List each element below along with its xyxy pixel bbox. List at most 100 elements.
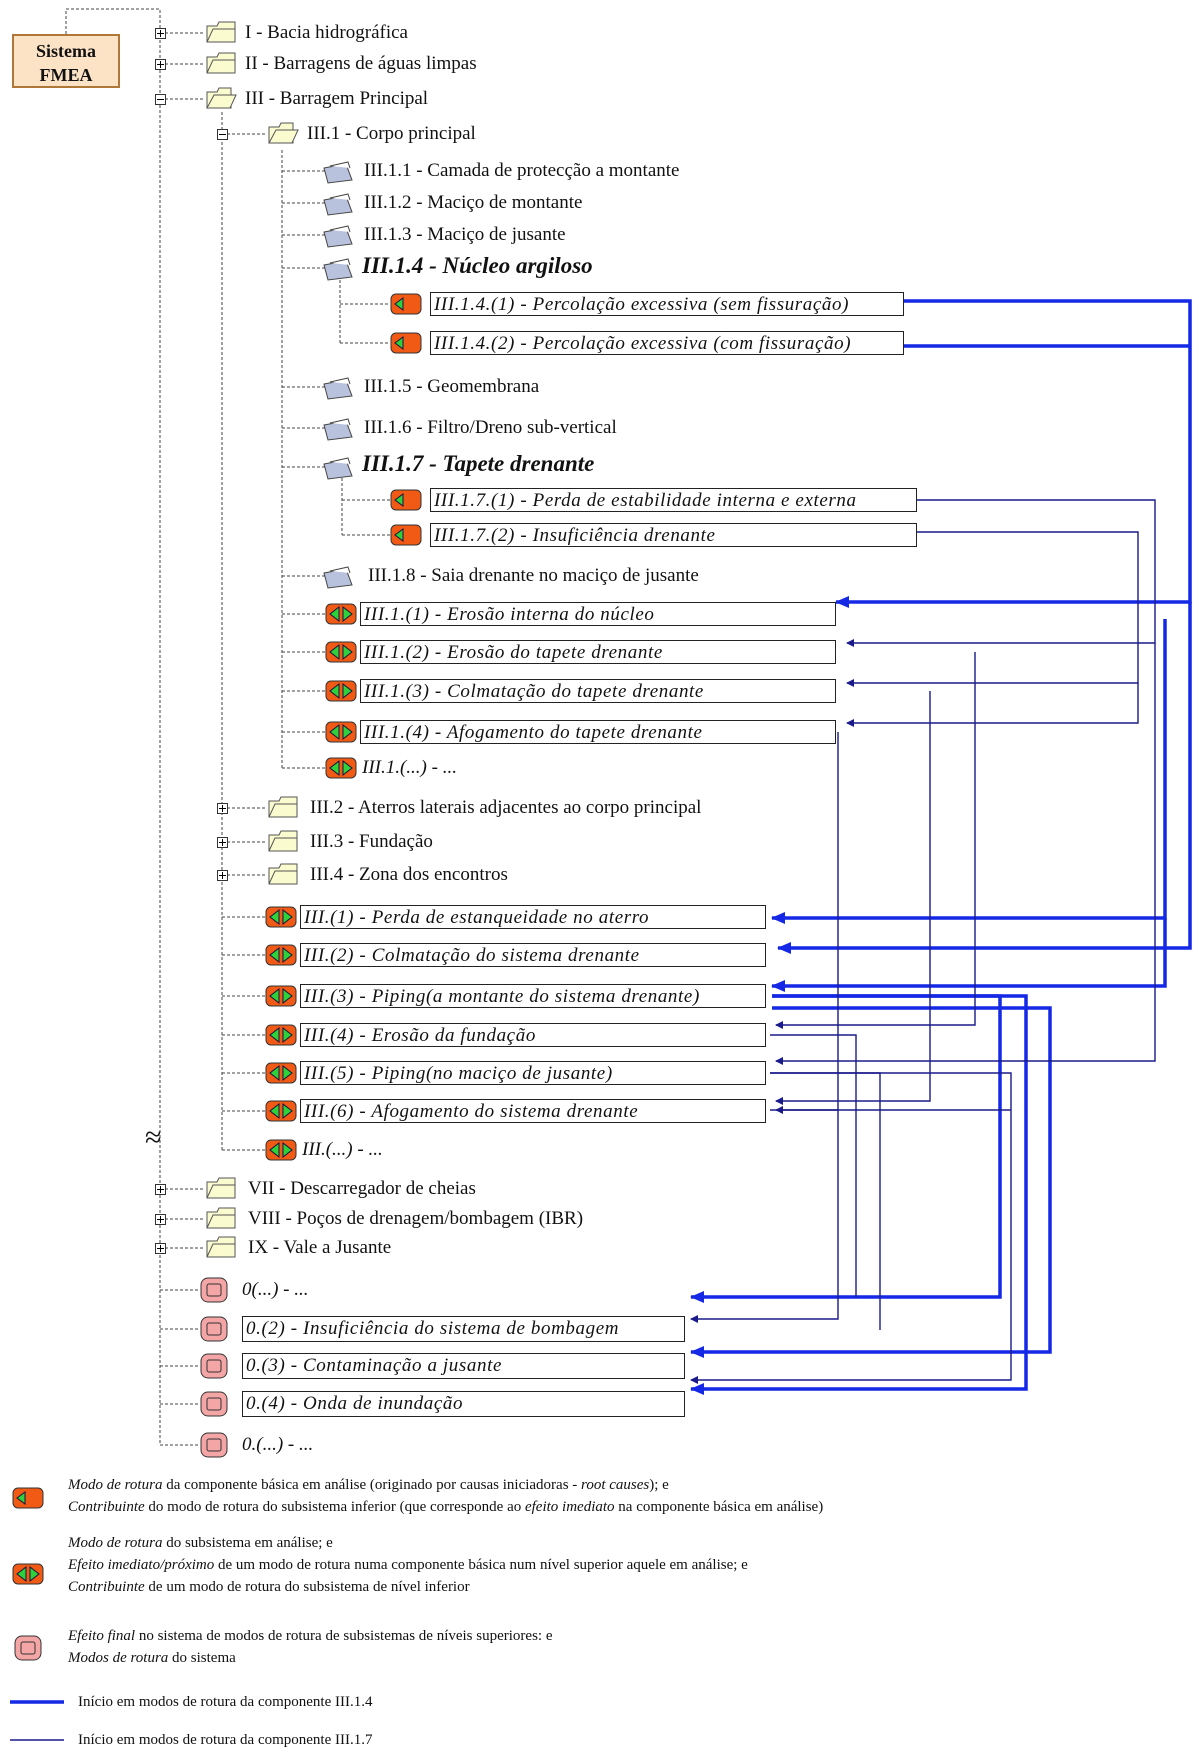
- expand-toggle-ii[interactable]: [155, 59, 166, 70]
- node-vii[interactable]: VII - Descarregador de cheias: [248, 1178, 476, 1199]
- node-corpo-principal[interactable]: III.1 - Corpo principal: [307, 123, 476, 144]
- mode-double-arrow-icon: [325, 603, 357, 625]
- expand-toggle-i[interactable]: [155, 28, 166, 39]
- effect-0-ellipsis-top: 0(...) - ...: [242, 1279, 309, 1300]
- component-doc-icon: [323, 258, 353, 281]
- expand-toggle-ix[interactable]: [155, 1243, 166, 1254]
- mode-double-arrow-icon: [325, 680, 357, 702]
- folder-icon: [268, 796, 298, 818]
- mode-iii-1-3[interactable]: III.1.(3) - Colmatação do tapete drenant…: [360, 679, 836, 703]
- component-doc-icon: [323, 418, 353, 441]
- node-iii-1-8[interactable]: III.1.8 - Saia drenante no maciço de jus…: [368, 565, 699, 586]
- component-doc-icon: [323, 193, 353, 216]
- node-iii-1-7[interactable]: III.1.7 - Tapete drenante: [362, 451, 595, 476]
- mode-left-arrow-icon: [390, 489, 422, 511]
- legend-line-2a: Modo de rotura do subsistema em análise;…: [68, 1535, 333, 1551]
- final-effect-icon: [200, 1353, 228, 1379]
- mode-iii-ellipsis: III.(...) - ...: [302, 1139, 383, 1160]
- node-barragem-principal[interactable]: III - Barragem Principal: [245, 88, 429, 109]
- folder-icon: [206, 1236, 236, 1258]
- mode-iii-2[interactable]: III.(2) - Colmatação do sistema drenante: [300, 943, 766, 967]
- mode-double-arrow-icon: [265, 944, 297, 966]
- component-doc-icon: [323, 377, 353, 400]
- node-viii[interactable]: VIII - Poços de drenagem/bombagem (IBR): [248, 1208, 584, 1229]
- component-doc-icon: [323, 225, 353, 248]
- node-bacia-hidrografica[interactable]: I - Bacia hidrográfica: [245, 22, 408, 43]
- mode-double-arrow-icon: [265, 985, 297, 1007]
- node-iii-2[interactable]: III.2 - Aterros laterais adjacentes ao c…: [310, 797, 702, 818]
- mode-iii-5[interactable]: III.(5) - Piping(no maciço de jusante): [300, 1061, 766, 1085]
- component-doc-icon: [323, 566, 353, 589]
- legend-line-1a: Modo de rotura da componente básica em a…: [68, 1477, 669, 1493]
- expand-toggle-iii-4[interactable]: [217, 870, 228, 881]
- final-effect-icon: [200, 1277, 228, 1303]
- node-ix[interactable]: IX - Vale a Jusante: [248, 1237, 392, 1258]
- final-effect-icon: [200, 1316, 228, 1342]
- collapse-toggle-iii-1[interactable]: [217, 129, 228, 140]
- effect-0-3[interactable]: 0.(3) - Contaminação a jusante: [242, 1353, 685, 1379]
- mode-iii-1-4-1[interactable]: III.1.4.(1) - Percolação excessiva (sem …: [430, 292, 904, 316]
- folder-open-icon: [206, 87, 237, 109]
- node-iii-1-6[interactable]: III.1.6 - Filtro/Dreno sub-vertical: [364, 417, 617, 438]
- mode-double-arrow-icon: [325, 757, 357, 779]
- legend-line-3a: Efeito final no sistema de modos de rotu…: [68, 1628, 553, 1644]
- expand-toggle-vii[interactable]: [155, 1184, 166, 1195]
- mode-left-arrow-icon: [390, 332, 422, 354]
- approx-symbol: ≈: [145, 1121, 162, 1154]
- mode-iii-1-4[interactable]: III.1.(4) - Afogamento do tapete drenant…: [360, 720, 836, 744]
- root-sistema-fmea[interactable]: Sistema FMEA: [12, 34, 120, 88]
- legend-line-2b: Efeito imediato/próximo de um modo de ro…: [68, 1557, 748, 1573]
- collapse-toggle-iii[interactable]: [155, 94, 166, 105]
- mode-iii-1-2[interactable]: III.1.(2) - Erosão do tapete drenante: [360, 640, 836, 664]
- effect-0-2[interactable]: 0.(2) - Insuficiência do sistema de bomb…: [242, 1316, 685, 1342]
- mode-iii-1-1[interactable]: III.1.(1) - Erosão interna do núcleo: [360, 602, 836, 626]
- root-line2: FMEA: [39, 65, 93, 85]
- folder-icon: [268, 863, 298, 885]
- tree-connectors: [65, 8, 390, 1446]
- effect-0-4[interactable]: 0.(4) - Onda de inundação: [242, 1391, 685, 1417]
- effect-0-ellipsis-bottom: 0.(...) - ...: [242, 1434, 314, 1455]
- mode-iii-3[interactable]: III.(3) - Piping(a montante do sistema d…: [300, 984, 766, 1008]
- node-iii-1-5[interactable]: III.1.5 - Geomembrana: [364, 376, 540, 397]
- mode-iii-1[interactable]: III.(1) - Perda de estanqueidade no ater…: [300, 905, 766, 929]
- mode-iii-1-4-2[interactable]: III.1.4.(2) - Percolação excessiva (com …: [430, 331, 904, 355]
- node-iii-1-4[interactable]: III.1.4 - Núcleo argiloso: [362, 253, 593, 278]
- mode-iii-4[interactable]: III.(4) - Erosão da fundação: [300, 1023, 766, 1047]
- folder-icon: [268, 830, 298, 852]
- node-iii-4[interactable]: III.4 - Zona dos encontros: [310, 864, 508, 885]
- mode-iii-1-7-2[interactable]: III.1.7.(2) - Insuficiência drenante: [430, 523, 917, 547]
- expand-toggle-viii[interactable]: [155, 1214, 166, 1225]
- mode-left-arrow-icon: [390, 293, 422, 315]
- node-barragens-aguas-limpas[interactable]: II - Barragens de águas limpas: [245, 53, 477, 74]
- mode-double-arrow-icon: [265, 906, 297, 928]
- mode-iii-1-7-1[interactable]: III.1.7.(1) - Perda de estabilidade inte…: [430, 488, 917, 512]
- mode-iii-6[interactable]: III.(6) - Afogamento do sistema drenante: [300, 1099, 766, 1123]
- mode-double-arrow-icon: [265, 1139, 297, 1161]
- mode-double-arrow-icon: [325, 721, 357, 743]
- node-iii-3[interactable]: III.3 - Fundação: [310, 831, 433, 852]
- folder-icon: [206, 1177, 236, 1199]
- mode-double-arrow-icon: [325, 641, 357, 663]
- mode-iii-1-ellipsis: III.1.(...) - ...: [362, 757, 457, 778]
- folder-open-icon: [268, 122, 299, 144]
- node-iii-1-2[interactable]: III.1.2 - Maciço de montante: [364, 192, 583, 213]
- folder-icon: [206, 21, 236, 43]
- mode-left-arrow-icon: [390, 524, 422, 546]
- node-iii-1-1[interactable]: III.1.1 - Camada de protecção a montante: [364, 160, 680, 181]
- mode-double-arrow-icon: [265, 1024, 297, 1046]
- expand-toggle-iii-3[interactable]: [217, 837, 228, 848]
- legend-thick-line-label: Início em modos de rotura da componente …: [78, 1694, 373, 1710]
- thin-arrows: [690, 499, 1156, 1384]
- legend-thin-line-label: Início em modos de rotura da componente …: [78, 1732, 373, 1748]
- node-iii-1-3[interactable]: III.1.3 - Maciço de jusante: [364, 224, 566, 245]
- legend-line-2c: Contribuinte de um modo de rotura do sub…: [68, 1579, 470, 1595]
- expand-toggle-iii-2[interactable]: [217, 803, 228, 814]
- component-doc-icon: [323, 457, 353, 480]
- final-effect-icon: [200, 1391, 228, 1417]
- legend-mode-left-arrow-icon: [12, 1487, 44, 1509]
- root-line1: Sistema: [36, 41, 96, 61]
- legend-line-3b: Modos de rotura do sistema: [68, 1650, 236, 1666]
- mode-double-arrow-icon: [265, 1062, 297, 1084]
- legend-line-1b: Contribuinte do modo de rotura do subsis…: [68, 1499, 824, 1515]
